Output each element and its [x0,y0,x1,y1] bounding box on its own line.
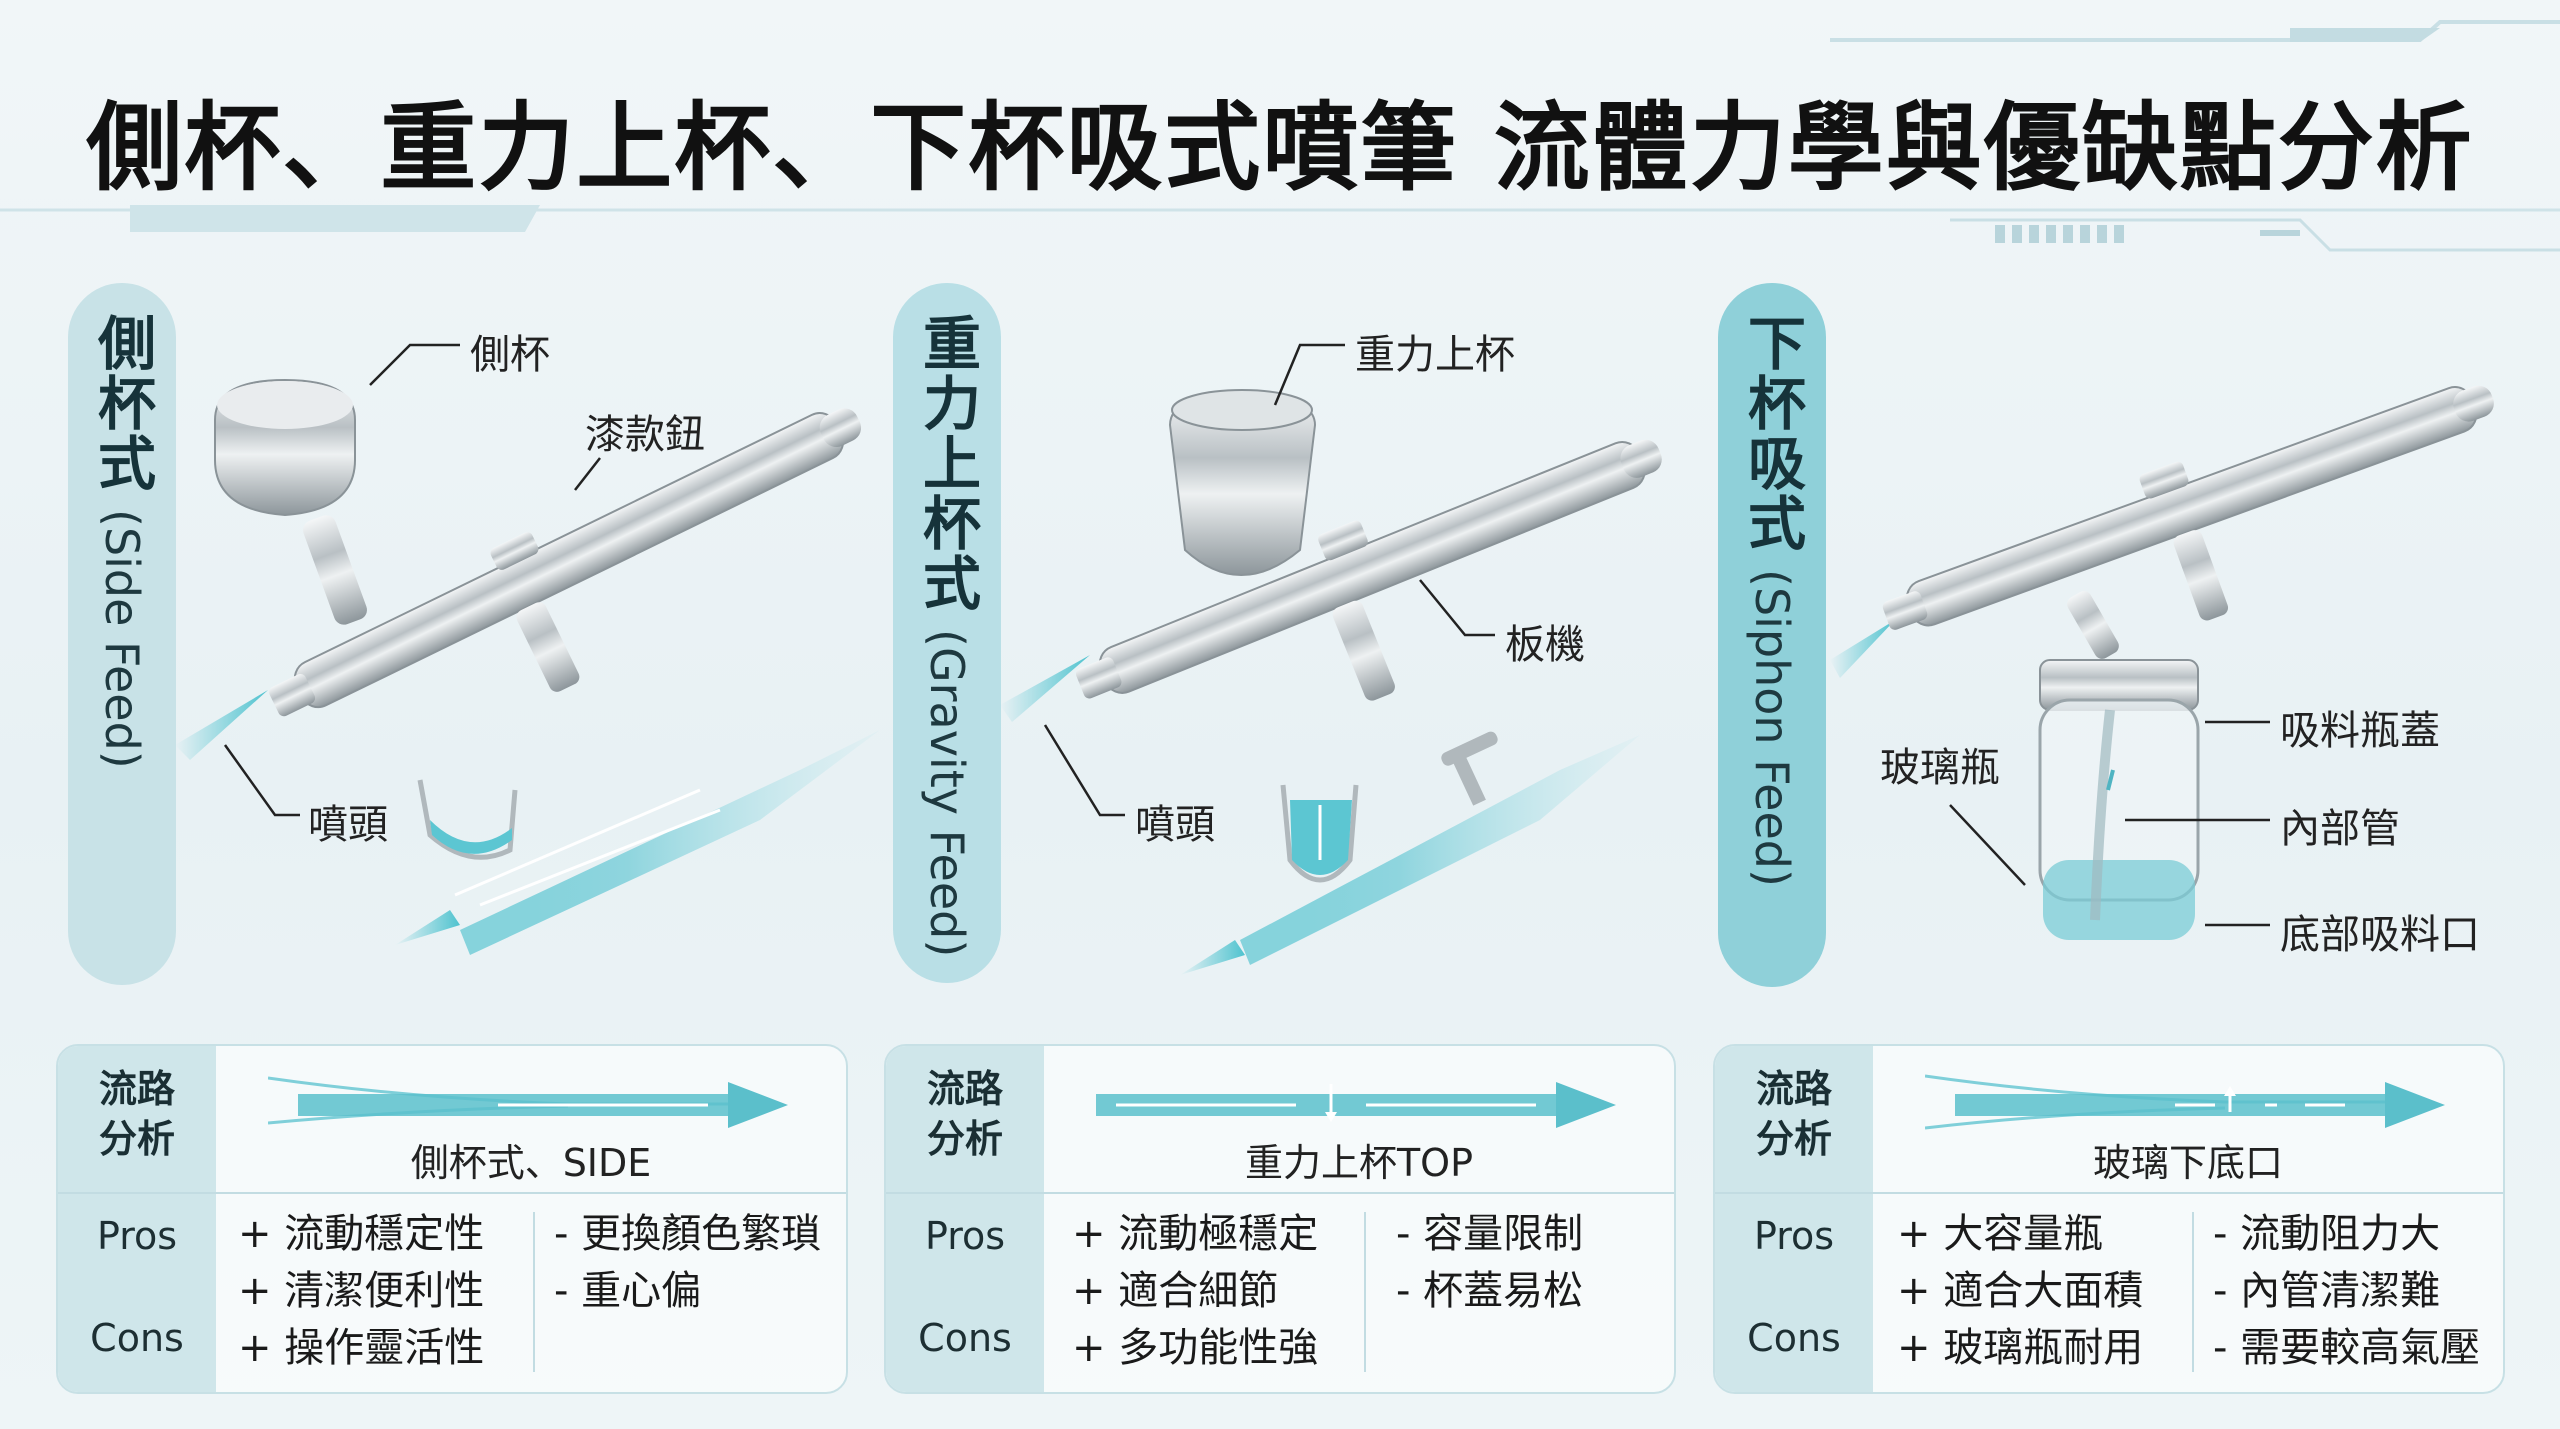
pros-label: Pros [1753,1214,1835,1258]
tab-side-feed-cjk: 側杯式 [88,313,156,493]
flow-label-line-1: 流路 [926,1067,1003,1111]
page-title: 側杯、重力上杯、下杯吸式噴筆 流體力學與優缺點分析 [86,92,2474,204]
tab-side-feed: 側杯式 (Side Feed) [68,283,176,985]
flow-caption: 側杯式、SIDE [410,1141,652,1185]
cons-list: - 容量限制 - 杯蓋易松 [1396,1206,1583,1320]
panel-divider [58,1192,846,1194]
cons-list: - 流動阻力大 - 內管清潔難 - 需要較高氣壓 [2213,1206,2480,1377]
flow-label-line-2: 分析 [98,1117,175,1161]
panel-label-column [58,1046,216,1392]
tab-gravity-feed: 重力上杯式 (Gravity Feed) [893,283,1001,983]
pros-item: + 操作靈活性 [238,1325,485,1371]
flow-analysis-label: 流路 分析 [58,1064,216,1164]
callout-inner-tube: 內部管 [2280,806,2400,852]
flow-analysis-label: 流路 分析 [886,1064,1044,1164]
pros-label: Pros [924,1214,1006,1258]
cons-item: - 流動阻力大 [2213,1211,2441,1257]
analysis-panel-gravity: 流路 分析 重力上杯TOP Pros Cons + 流動極穩定 + 適合細節 +… [884,1044,1676,1394]
cons-label: Cons [918,1316,1012,1360]
callout-nozzle-gravity: 噴頭 [1135,802,1215,848]
callout-nozzle-side: 噴頭 [308,802,388,848]
cons-item: - 杯蓋易松 [1396,1268,1584,1314]
cons-item: - 更換顏色繁瑣 [554,1211,822,1257]
callout-trigger: 板機 [1505,622,1585,668]
airbrush-illustrations [175,343,2494,975]
gravity-feed-flow-diagram [1180,731,1640,975]
header-decoration [0,20,2560,252]
flow-label-line-2: 分析 [1755,1117,1832,1161]
panel-label-column [1715,1046,1873,1392]
flow-label-line-2: 分析 [926,1117,1003,1161]
callout-gravity-cup: 重力上杯 [1355,332,1515,378]
cons-label: Cons [90,1316,184,1360]
pros-list: + 流動極穩定 + 適合細節 + 多功能性強 [1072,1206,1318,1377]
flow-analysis-label: 流路 分析 [1715,1064,1873,1164]
analysis-panel-siphon: 流路 分析 玻璃下底口 Pros Cons + 大容量瓶 + 適合大面積 + 玻… [1713,1044,2505,1394]
panel-label-column [886,1046,1044,1392]
pros-list: + 流動穩定性 + 清潔便利性 + 操作靈活性 [238,1206,484,1377]
flow-arrow-gravity [1096,1082,1616,1128]
panel-divider [1715,1192,2503,1194]
cons-item: - 容量限制 [1396,1211,1584,1257]
tab-gravity-feed-en: (Gravity Feed) [920,629,974,958]
callout-siphon-lid: 吸料瓶蓋 [2280,708,2440,754]
tab-siphon-feed: 下杯吸式 (Siphon Feed) [1718,283,1826,987]
pros-cons-divider [1364,1212,1366,1372]
flow-caption: 重力上杯TOP [1244,1141,1474,1185]
tab-side-feed-en: (Side Feed) [95,509,149,769]
cons-item: - 內管清潔難 [2213,1268,2441,1314]
tab-gravity-feed-cjk: 重力上杯式 [913,313,981,613]
side-feed-airbrush [175,378,862,760]
flow-label-line-1: 流路 [98,1067,175,1111]
tab-siphon-feed-en: (Siphon Feed) [1745,569,1799,887]
cons-item: - 重心偏 [554,1268,702,1314]
callout-glass-jar: 玻璃瓶 [1880,745,2000,791]
tab-siphon-feed-cjk: 下杯吸式 [1738,313,1806,553]
pros-cons-divider [2192,1212,2194,1372]
flow-caption: 玻璃下底口 [2092,1141,2283,1185]
pros-item: + 大容量瓶 [1897,1211,2104,1257]
callout-leaders [223,343,2270,927]
cons-item: - 需要較高氣壓 [2213,1325,2481,1371]
pros-list: + 大容量瓶 + 適合大面積 + 玻璃瓶耐用 [1897,1206,2143,1377]
pros-item: + 多功能性強 [1072,1325,1319,1371]
cons-label: Cons [1747,1316,1841,1360]
analysis-panel-side: 流路 分析 側杯式、SIDE Pros Cons + 流動穩定性 + 清潔便利性… [56,1044,848,1394]
pros-item: + 清潔便利性 [238,1268,485,1314]
cons-list: - 更換顏色繁瑣 - 重心偏 [554,1206,821,1320]
flow-arrow-side [268,1076,788,1128]
pros-item: + 適合大面積 [1897,1268,2144,1314]
pros-cons-divider [533,1212,535,1372]
flow-label-line-1: 流路 [1755,1067,1832,1111]
pros-item: + 玻璃瓶耐用 [1897,1325,2144,1371]
pros-label: Pros [96,1214,178,1258]
flow-arrow-siphon [1925,1074,2445,1130]
panel-divider [886,1192,1674,1194]
callout-paint-knob: 漆款鈕 [585,412,705,458]
callout-bottom-intake: 底部吸料口 [2280,912,2480,958]
callout-side-cup: 側杯 [470,332,550,378]
pros-item: + 流動穩定性 [238,1211,485,1257]
side-feed-flow-diagram [395,730,880,955]
pros-item: + 流動極穩定 [1072,1211,1319,1257]
pros-item: + 適合細節 [1072,1268,1279,1314]
siphon-feed-airbrush [1830,385,2494,940]
gravity-feed-airbrush [1000,389,1662,722]
